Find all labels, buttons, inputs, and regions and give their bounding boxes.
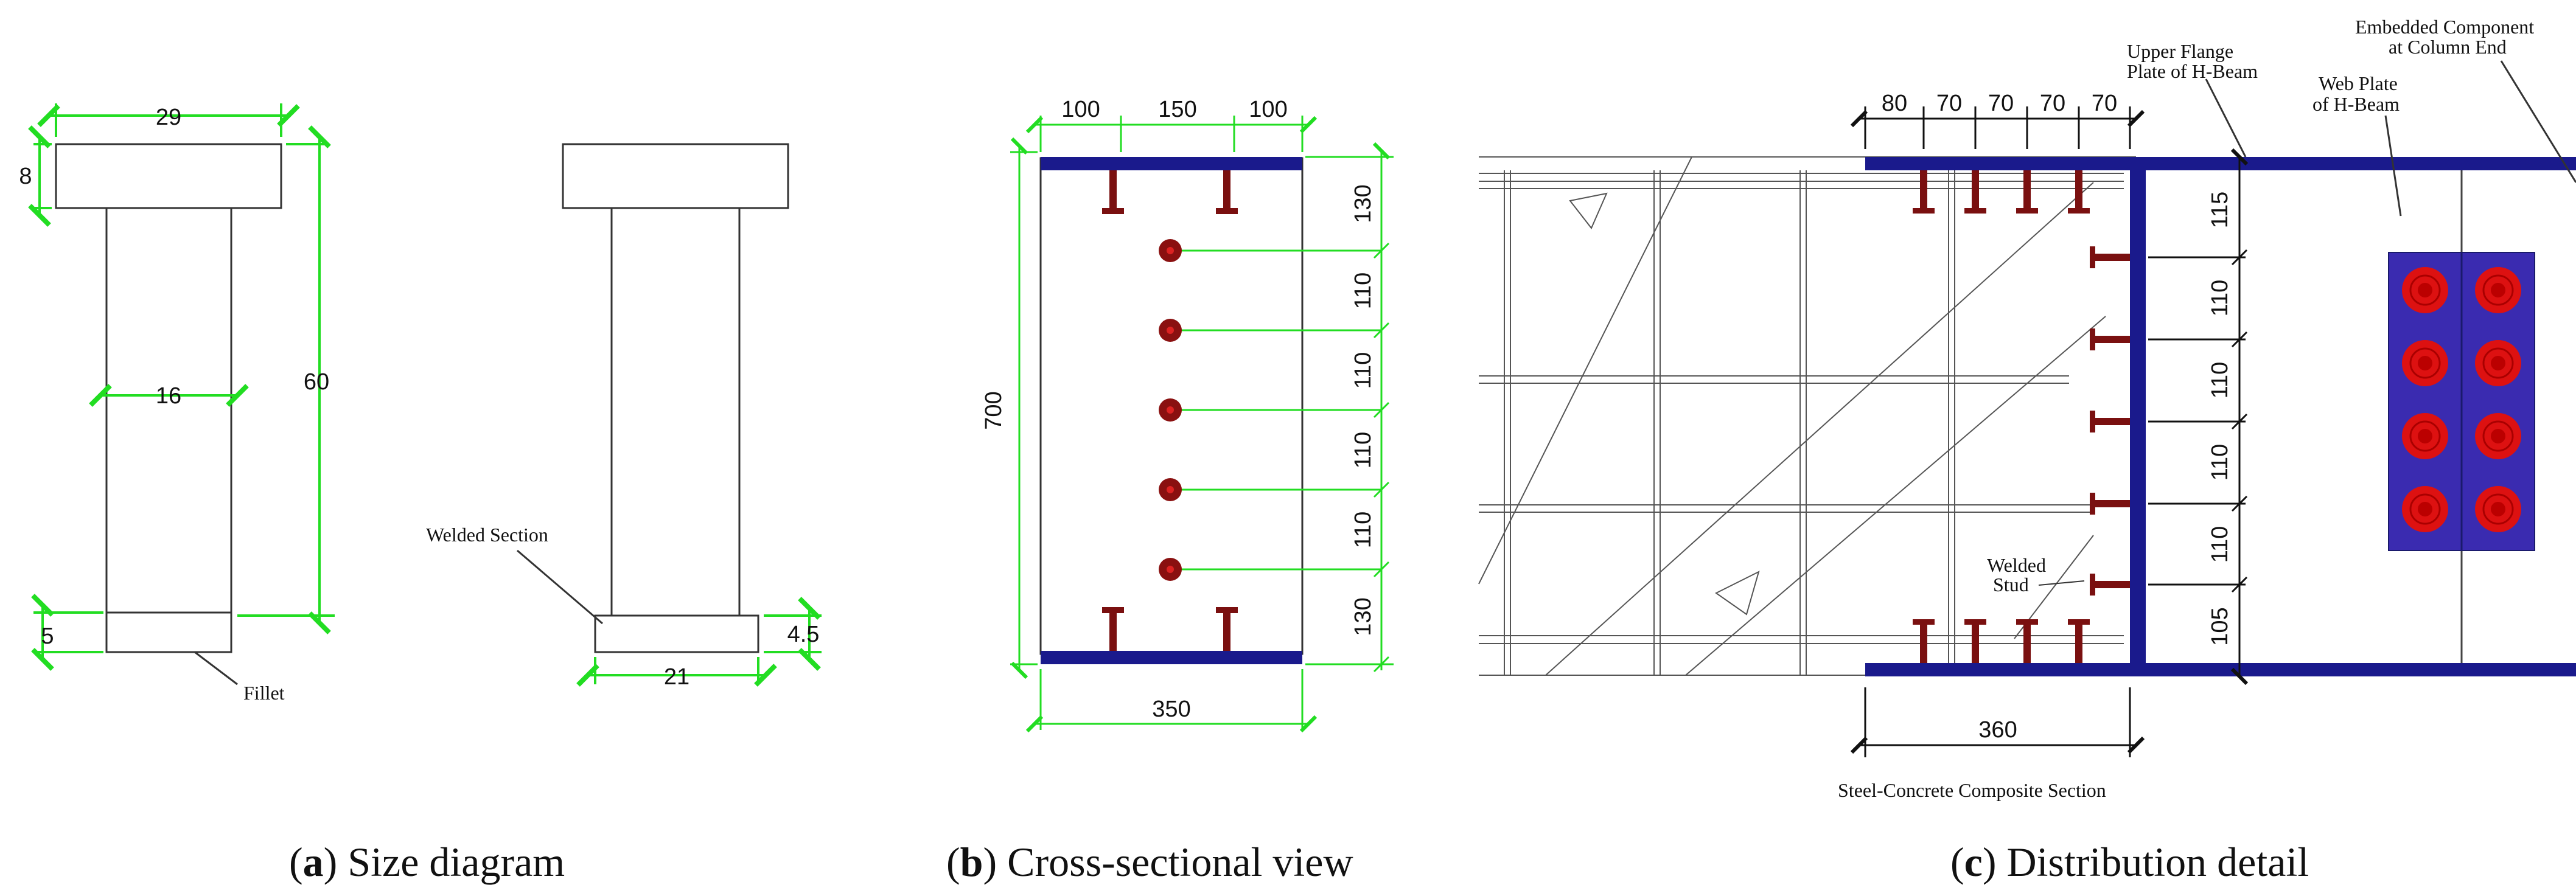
caption-b: (b) Cross-sectional view xyxy=(946,839,1353,885)
plate-stud-1 xyxy=(2093,254,2130,261)
dim-top-3: 100 xyxy=(1249,97,1287,122)
dim-right-2: 110 xyxy=(1350,273,1376,310)
dim-top-4: 70 xyxy=(2040,91,2065,116)
upper-flange-plate xyxy=(1865,157,2576,170)
label-embedded-2: at Column End xyxy=(2389,36,2507,58)
dim-flange-height: 8 xyxy=(19,164,32,189)
dim-right-1: 115 xyxy=(2207,192,2233,229)
stud-bottom-2 xyxy=(1223,609,1230,651)
stud-bottom-2 xyxy=(1972,622,1979,663)
dim-base-height-2: 4.5 xyxy=(787,622,820,647)
lower-flange-plate xyxy=(1865,663,2576,676)
fillet-leader xyxy=(194,651,238,686)
welded-stud-leader xyxy=(2038,580,2085,586)
rebar-grid xyxy=(1478,156,2136,676)
dim-right-6: 105 xyxy=(2207,607,2233,645)
stud-bottom-3 xyxy=(2023,622,2031,663)
dim-top-1: 80 xyxy=(1882,91,1907,116)
specimen-left xyxy=(55,143,282,653)
stud-top-2-head xyxy=(1216,208,1238,214)
label-upper-flange-1: Upper Flange xyxy=(2127,40,2233,62)
stud-top-2 xyxy=(1223,170,1230,212)
plate-stud-4 xyxy=(2093,500,2130,507)
embedded-leader xyxy=(2500,60,2576,183)
stud-top-3 xyxy=(2023,170,2031,212)
dim-right-3: 110 xyxy=(2207,362,2233,399)
stud-top-1 xyxy=(1109,170,1117,212)
web-studs xyxy=(1159,239,1381,581)
label-welded-stud-2: Stud xyxy=(1993,574,2029,596)
label-upper-flange-2: Plate of H-Beam xyxy=(2127,60,2258,82)
welded-section-leader xyxy=(517,549,603,625)
label-fillet: Fillet xyxy=(243,682,285,704)
end-plate xyxy=(2130,157,2146,676)
dim-right-5: 110 xyxy=(2207,526,2233,563)
panel-a: 29 8 16 60 5 21 4.5 Fillet Welded Sectio… xyxy=(19,103,822,885)
dim-right-5: 110 xyxy=(1350,512,1376,549)
plate-stud-2 xyxy=(2093,336,2130,343)
dim-web-width: 16 xyxy=(156,383,181,409)
stud-bottom-2-head xyxy=(1216,607,1238,613)
dim-right-2: 110 xyxy=(2207,280,2233,317)
label-welded-stud-1: Welded xyxy=(1987,554,2046,576)
dim-right-1: 130 xyxy=(1350,184,1376,223)
dim-top-1: 100 xyxy=(1061,97,1100,122)
stud-top-4 xyxy=(2075,170,2082,212)
label-web-plate-1: Web Plate xyxy=(2319,72,2398,94)
label-web-plate-2: of H-Beam xyxy=(2312,93,2400,115)
top-flange-plate xyxy=(1041,157,1302,170)
dim-base-height: 5 xyxy=(41,623,54,649)
dim-top-2: 150 xyxy=(1158,97,1196,122)
label-welded-section: Welded Section xyxy=(426,524,548,546)
caption-c: (c) Distribution detail xyxy=(1950,839,2309,885)
label-section: Steel-Concrete Composite Section xyxy=(1838,779,2106,801)
plate-stud-3 xyxy=(2093,418,2130,425)
web-plate-leader xyxy=(2384,115,2402,217)
dim-right-3: 110 xyxy=(1350,352,1376,389)
flange-studs xyxy=(1913,170,2090,663)
stud-bottom-1 xyxy=(1920,622,1927,663)
stud-bottom-4 xyxy=(2075,622,2082,663)
panel-a-dimension-lines xyxy=(28,103,822,687)
dim-top-5: 70 xyxy=(2092,91,2117,116)
dim-top-2: 70 xyxy=(1936,91,1962,116)
plate-studs xyxy=(2090,246,2130,596)
panel-b: 100 150 100 700 350 130 110 110 110 110 … xyxy=(946,97,1394,885)
dim-right-4: 110 xyxy=(1350,432,1376,469)
dim-bottom: 360 xyxy=(1978,717,2017,743)
dim-width: 350 xyxy=(1152,696,1190,722)
panel-c: 80 70 70 70 70 360 115 110 110 110 110 1… xyxy=(1478,16,2576,885)
caption-a: (a) Size diagram xyxy=(289,839,565,885)
bolts xyxy=(2402,267,2521,532)
stud-top-1-head xyxy=(1102,208,1124,214)
dim-height: 700 xyxy=(981,391,1007,429)
panel-b-dimension-lines xyxy=(1010,116,1394,733)
upper-flange-leader xyxy=(2205,78,2247,158)
stud-top-1 xyxy=(1920,170,1927,212)
dim-top-width: 29 xyxy=(156,105,181,130)
stud-bottom-1 xyxy=(1109,609,1117,651)
plate-stud-5 xyxy=(2093,581,2130,588)
dim-right-4: 110 xyxy=(2207,444,2233,481)
stud-top-2 xyxy=(1972,170,1979,212)
stud-bottom-1-head xyxy=(1102,607,1124,613)
panel-c-dimension-lines xyxy=(1850,106,2249,757)
label-embedded-1: Embedded Component xyxy=(2355,16,2534,38)
specimen-right xyxy=(562,143,789,653)
bottom-flange-plate xyxy=(1041,651,1302,664)
studs xyxy=(1102,170,1238,651)
dim-right-6: 130 xyxy=(1350,597,1376,636)
dim-base-width: 21 xyxy=(664,664,689,690)
dim-total-height: 60 xyxy=(304,369,329,395)
dim-top-3: 70 xyxy=(1988,91,2014,116)
